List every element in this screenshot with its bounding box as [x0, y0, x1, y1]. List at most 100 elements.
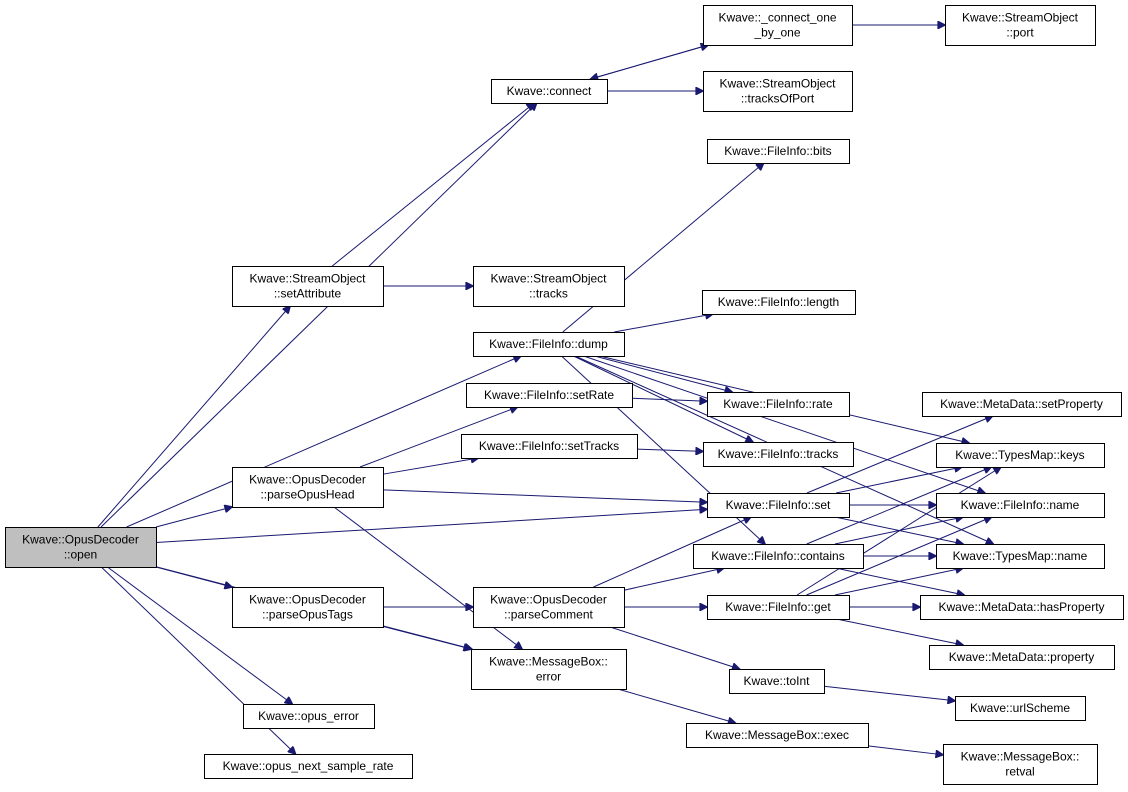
node-toInt[interactable]: Kwave::toInt — [729, 669, 825, 694]
node-box — [943, 744, 1098, 785]
edge-parseOpusHead-to-fi_setTracks — [382, 458, 478, 475]
edge-parseComment-to-fi_contains — [623, 568, 724, 591]
node-fi_tracks[interactable]: Kwave::FileInfo::tracks — [703, 442, 854, 467]
node-label: Kwave::MetaData::hasProperty — [938, 600, 1104, 614]
node-fi_contains[interactable]: Kwave::FileInfo::contains — [693, 544, 864, 569]
edge-parseOpusHead-to-fi_setRate — [359, 407, 518, 468]
node-opus_error[interactable]: Kwave::opus_error — [243, 704, 375, 729]
node-box — [707, 392, 850, 417]
edge-fi_get-to-md_property — [836, 618, 963, 645]
node-fi_setTracks[interactable]: Kwave::FileInfo::setTracks — [461, 434, 638, 459]
node-box — [936, 544, 1105, 569]
node-fi_rate[interactable]: Kwave::FileInfo::rate — [707, 392, 850, 417]
node-label: ::tracksOfPort — [741, 92, 815, 106]
node-parseOpusHead[interactable]: Kwave::OpusDecoder::parseOpusHead — [232, 467, 384, 508]
node-parseComment[interactable]: Kwave::OpusDecoder::parseComment — [473, 587, 625, 628]
node-fi_dump[interactable]: Kwave::FileInfo::dump — [473, 332, 625, 357]
node-box — [471, 649, 627, 690]
node-box — [702, 290, 856, 315]
node-so_port[interactable]: Kwave::StreamObject::port — [945, 5, 1096, 46]
edge-open-to-opus_error — [107, 566, 292, 704]
edge-open-to-parseOpusHead — [155, 507, 232, 528]
node-mb_retval[interactable]: Kwave::MessageBox::retval — [943, 744, 1098, 785]
node-label: retval — [1005, 765, 1034, 779]
node-label: Kwave::StreamObject — [719, 77, 836, 91]
edge-mb_exec-to-mb_retval — [867, 745, 943, 755]
node-label: ::parseOpusHead — [260, 488, 354, 502]
node-label: Kwave::FileInfo::get — [725, 600, 831, 614]
node-label: Kwave::MetaData::setProperty — [940, 397, 1103, 411]
node-box — [461, 434, 638, 459]
edge-parseOpusHead-to-fi_set — [382, 489, 707, 502]
node-label: Kwave::StreamObject — [962, 11, 1079, 25]
node-label: Kwave::MessageBox::exec — [705, 728, 849, 742]
node-label: Kwave::FileInfo::rate — [723, 397, 833, 411]
node-box — [232, 467, 384, 508]
node-connect_one[interactable]: Kwave::_connect_one_by_one — [703, 5, 853, 46]
node-box — [243, 704, 375, 729]
node-md_property[interactable]: Kwave::MetaData::property — [929, 645, 1115, 670]
node-label: Kwave::toInt — [743, 674, 810, 688]
node-urlScheme[interactable]: Kwave::urlScheme — [955, 696, 1086, 721]
node-mb_exec[interactable]: Kwave::MessageBox::exec — [686, 723, 869, 748]
edge-fi_dump-to-fi_rate — [594, 355, 732, 392]
edge-open-to-fi_set — [155, 509, 707, 543]
node-label: Kwave::FileInfo::dump — [489, 337, 608, 351]
node-label: Kwave::OpusDecoder — [249, 593, 366, 607]
node-label: Kwave::MessageBox:: — [961, 750, 1080, 764]
node-fi_bits[interactable]: Kwave::FileInfo::bits — [707, 139, 850, 164]
node-label: Kwave::MessageBox:: — [489, 655, 608, 669]
node-box — [707, 493, 850, 518]
node-box — [703, 71, 853, 112]
edge-parseComment-to-fi_set — [593, 517, 752, 588]
edge-fi_get-to-tm_name — [834, 568, 963, 596]
node-parseOpusTags[interactable]: Kwave::OpusDecoder::parseOpusTags — [232, 587, 384, 628]
node-label: Kwave::FileInfo::set — [726, 498, 831, 512]
node-so_setAttribute[interactable]: Kwave::StreamObject::setAttribute — [232, 266, 384, 307]
node-box — [466, 383, 633, 408]
node-so_tracksOfPort[interactable]: Kwave::StreamObject::tracksOfPort — [703, 71, 853, 112]
node-box — [473, 266, 625, 307]
node-fi_set[interactable]: Kwave::FileInfo::set — [707, 493, 850, 518]
node-box — [945, 5, 1096, 46]
edge-so_setAttribute-to-connect — [331, 103, 534, 267]
node-so_tracks[interactable]: Kwave::StreamObject::tracks — [473, 266, 625, 307]
node-label: Kwave::FileInfo::tracks — [718, 447, 839, 461]
node-label: Kwave::StreamObject — [249, 272, 366, 286]
node-box — [686, 723, 869, 748]
edge-fi_contains-to-tm_keys — [806, 467, 991, 545]
node-label: Kwave::StreamObject — [490, 272, 607, 286]
node-connect[interactable]: Kwave::connect — [491, 79, 608, 104]
node-label: ::tracks — [529, 287, 568, 301]
node-fi_name[interactable]: Kwave::FileInfo::name — [936, 493, 1105, 518]
edge-fi_setTracks-to-fi_tracks — [636, 449, 703, 451]
node-label: Kwave::FileInfo::contains — [711, 549, 844, 563]
node-box — [707, 139, 850, 164]
node-box — [955, 696, 1086, 721]
node-opus_next[interactable]: Kwave::opus_next_sample_rate — [204, 754, 413, 779]
node-label: ::setAttribute — [274, 287, 342, 301]
node-fi_setRate[interactable]: Kwave::FileInfo::setRate — [466, 383, 633, 408]
node-fi_length[interactable]: Kwave::FileInfo::length — [702, 290, 856, 315]
edge-open-to-so_setAttribute — [97, 306, 290, 528]
node-box — [707, 595, 850, 620]
edge-fi_dump-to-fi_name — [583, 355, 985, 493]
node-box — [703, 5, 853, 46]
node-open[interactable]: Kwave::OpusDecoder::open — [5, 527, 157, 568]
edge-fi_set-to-md_setProperty — [806, 416, 993, 494]
node-tm_name[interactable]: Kwave::TypesMap::name — [936, 544, 1105, 569]
node-md_setProperty[interactable]: Kwave::MetaData::setProperty — [922, 392, 1122, 417]
node-label: ::parseOpusTags — [262, 608, 353, 622]
node-label: Kwave::MetaData::property — [949, 650, 1094, 664]
node-label: Kwave::OpusDecoder — [490, 593, 607, 607]
node-label: Kwave::TypesMap::name — [953, 549, 1088, 563]
node-box — [936, 443, 1105, 468]
node-md_hasProperty[interactable]: Kwave::MetaData::hasProperty — [920, 595, 1124, 620]
node-tm_keys[interactable]: Kwave::TypesMap::keys — [936, 443, 1105, 468]
node-mb_error[interactable]: Kwave::MessageBox::error — [471, 649, 627, 690]
node-fi_get[interactable]: Kwave::FileInfo::get — [707, 595, 850, 620]
node-box — [5, 527, 157, 568]
edge-open-to-fi_dump — [126, 356, 521, 528]
node-box — [232, 587, 384, 628]
